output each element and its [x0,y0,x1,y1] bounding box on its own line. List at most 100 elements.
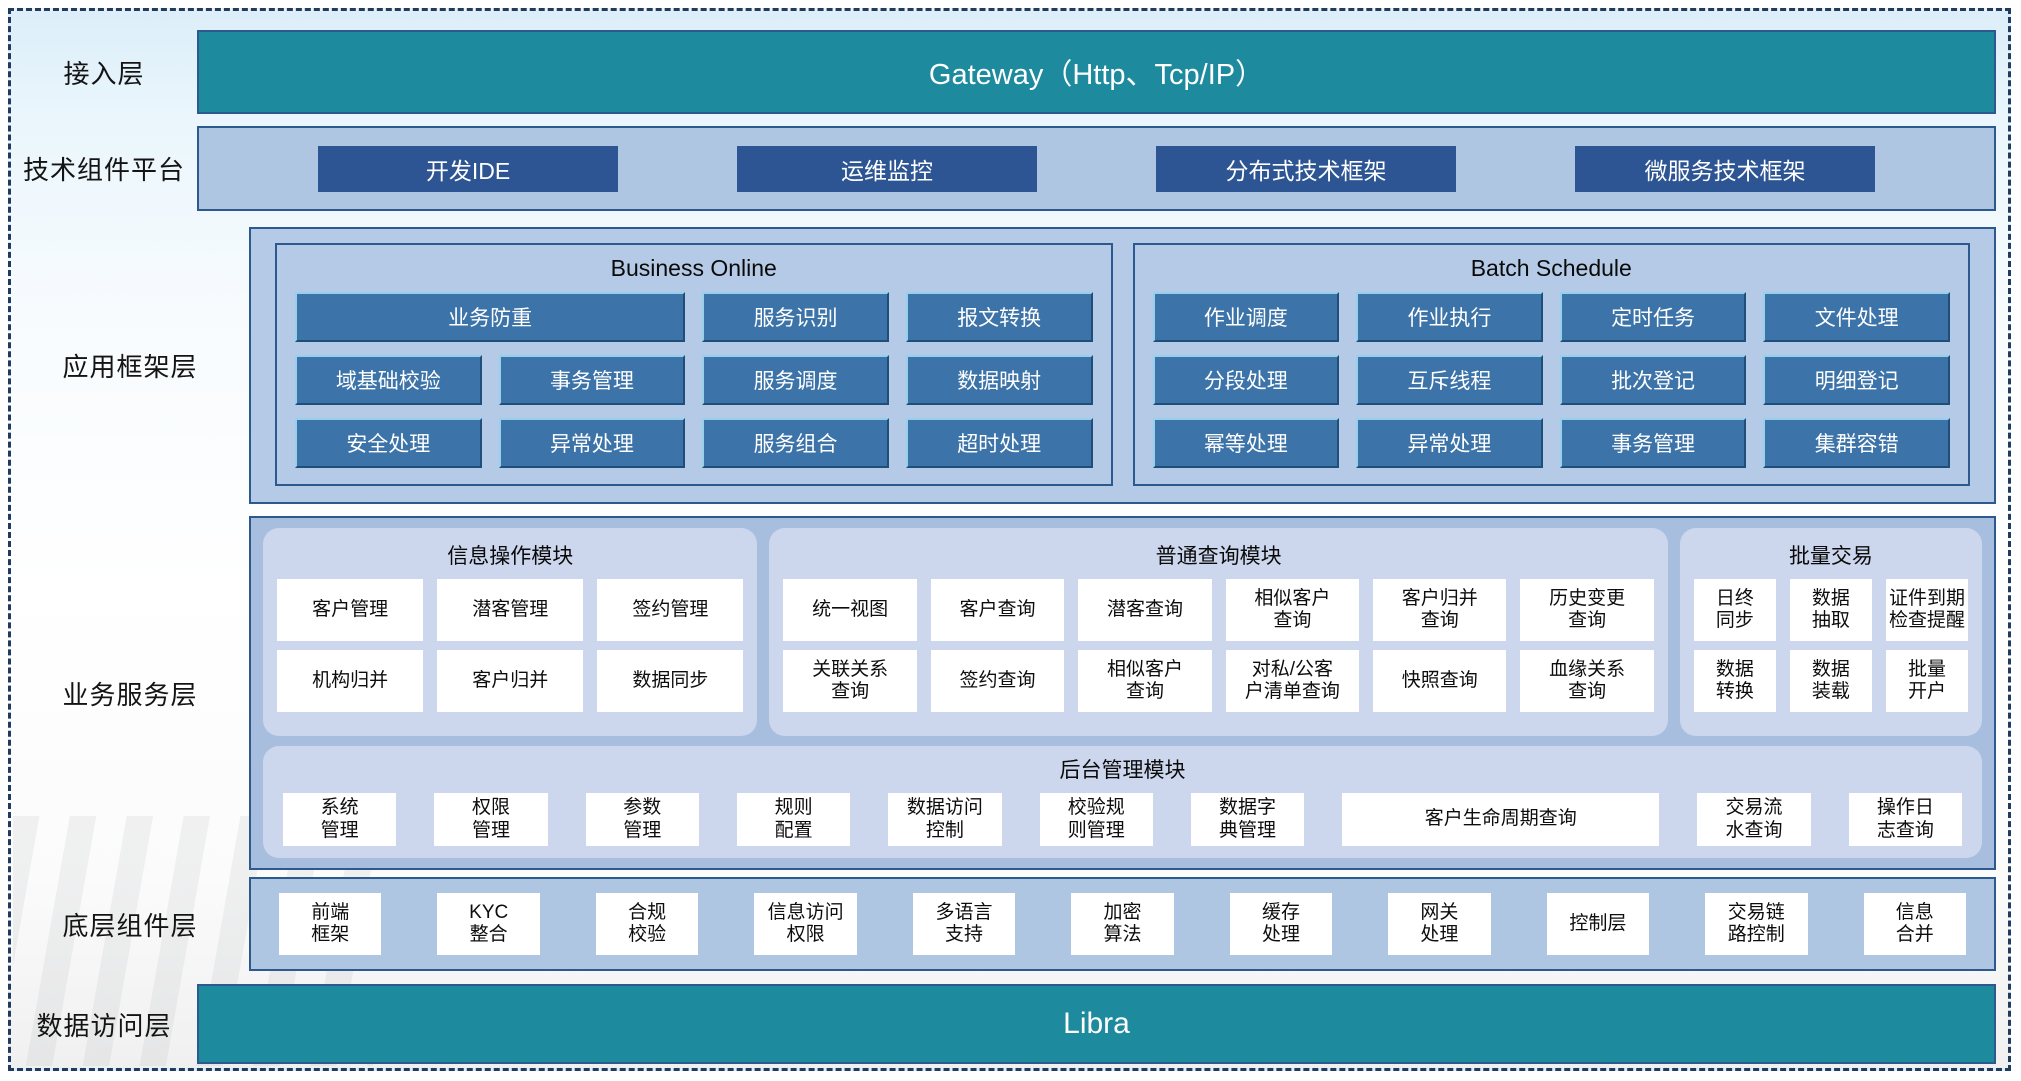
service-cell: 操作日 志查询 [1848,793,1963,846]
service-cell: 客户查询 [930,579,1065,641]
service-cell: 统一视图 [783,579,917,641]
component-cell: KYC 整合 [437,893,540,955]
service-cell: 数据 装载 [1789,650,1872,712]
framework-item: 文件处理 [1763,292,1950,342]
framework-item: 互斥线程 [1356,355,1543,405]
layer-row-business-service: 业务服务层 信息操作模块 客户管理潜客管理签约管理机构归并客户归并数据同步 普通… [11,516,1996,870]
framework-item: 业务防重 [295,292,686,342]
component-cell: 缓存 处理 [1229,893,1333,955]
service-cell: 客户管理 [277,579,424,641]
framework-item: 域基础校验 [295,355,482,405]
module-info-operation: 信息操作模块 客户管理潜客管理签约管理机构归并客户归并数据同步 [263,528,758,736]
service-cell: 潜客管理 [437,579,584,641]
tech-component-button: 分布式技术框架 [1156,145,1456,192]
business-modules-row: 信息操作模块 客户管理潜客管理签约管理机构归并客户归并数据同步 普通查询模块 统… [263,528,1982,736]
group-title-business-online: Business Online [610,255,777,281]
component-cell: 交易链 路控制 [1705,893,1808,955]
layer-row-app-framework: 应用框架层 Business Online 业务防重服务识别报文转换域基础校验事… [11,227,1996,504]
service-cell: 权限 管理 [434,793,548,846]
layer-row-tech-platform: 技术组件平台 开发IDE 运维监控 分布式技术框架 微服务技术框架 [11,126,1996,211]
service-cell: 客户归并 查询 [1373,579,1507,641]
module-batch-trade: 批量交易 日终 同步数据 抽取证件到期 检查提醒数据 转换数据 装载批量 开户 [1679,528,1982,736]
layer-label-tech-platform: 技术组件平台 [22,155,185,185]
service-cell: 签约管理 [597,579,744,641]
service-cell: 数据 抽取 [1789,579,1872,641]
service-cell: 客户生命周期查询 [1342,793,1660,846]
service-cell: 系统 管理 [283,793,397,846]
service-cell: 交易流 水查询 [1697,793,1811,846]
framework-item: 异常处理 [498,418,686,468]
component-cell: 信息 合并 [1863,893,1966,955]
app-framework-panel: Business Online 业务防重服务识别报文转换域基础校验事务管理服务调… [249,227,1996,504]
architecture-diagram: 接入层 Gateway（Http、Tcp/IP） 技术组件平台 开发IDE 运维监… [8,8,2011,1071]
component-cell: 前端 框架 [279,893,382,955]
framework-item: 服务组合 [702,418,889,468]
group-title-batch-schedule: Batch Schedule [1470,255,1632,281]
framework-item: 超时处理 [905,418,1093,468]
tech-component-button: 微服务技术框架 [1575,145,1875,192]
service-cell: 关联关系 查询 [783,650,917,712]
module-general-query: 普通查询模块 统一视图客户查询潜客查询相似客户 查询客户归并 查询历史变更 查询… [769,528,1668,736]
service-cell: 批量 开户 [1885,650,1968,712]
batch-trade-grid: 日终 同步数据 抽取证件到期 检查提醒数据 转换数据 装载批量 开户 [1693,579,1968,712]
layer-row-data-access: 数据访问层 Libra [11,984,1996,1064]
service-cell: 历史变更 查询 [1520,579,1654,641]
layer-label-access: 接入层 [63,58,145,89]
tech-component-button: 运维监控 [737,145,1037,192]
service-cell: 客户归并 [437,650,584,712]
service-cell: 数据同步 [597,650,744,712]
service-cell: 血缘关系 查询 [1520,650,1654,712]
tech-platform-bar: 开发IDE 运维监控 分布式技术框架 微服务技术框架 [197,126,1996,211]
layer-label-business-service: 业务服务层 [62,679,198,710]
business-service-panel: 信息操作模块 客户管理潜客管理签约管理机构归并客户归并数据同步 普通查询模块 统… [249,516,1996,870]
service-cell: 参数 管理 [585,793,699,846]
admin-cells-row: 系统 管理权限 管理参数 管理规则 配置数据访问 控制校验规 则管理数据字 典管… [283,793,1963,846]
group-batch-schedule: Batch Schedule 作业调度作业执行定时任务文件处理分段处理互斥线程批… [1132,243,1970,486]
framework-item: 批次登记 [1559,355,1747,405]
framework-item: 定时任务 [1559,292,1747,342]
framework-item: 作业执行 [1356,292,1543,342]
service-cell: 机构归并 [277,650,424,712]
layer-row-access: 接入层 Gateway（Http、Tcp/IP） [11,30,1996,114]
module-title-batch-trade: 批量交易 [1788,545,1873,568]
framework-item: 作业调度 [1152,292,1340,342]
module-admin: 后台管理模块 系统 管理权限 管理参数 管理规则 配置数据访问 控制校验规 则管… [263,746,1982,858]
framework-item: 安全处理 [295,418,482,468]
framework-item: 异常处理 [1356,418,1543,468]
framework-item: 事务管理 [498,355,686,405]
module-title-admin: 后台管理模块 [1059,759,1186,782]
component-cell: 网关 处理 [1388,893,1491,955]
layer-label-app-framework: 应用框架层 [62,352,198,382]
component-cell: 信息访问 权限 [754,893,857,955]
service-cell: 规则 配置 [736,793,851,846]
service-cell: 潜客查询 [1078,579,1212,641]
service-cell: 日终 同步 [1693,579,1776,641]
service-cell: 数据字 典管理 [1190,793,1305,846]
group-business-online: Business Online 业务防重服务识别报文转换域基础校验事务管理服务调… [275,243,1113,486]
libra-bar: Libra [197,984,1996,1064]
service-cell: 相似客户 查询 [1078,650,1212,712]
base-components-row: 前端 框架 KYC 整合合规 校验信息访问 权限多语言 支持加密 算法缓存 处理网… [279,893,1966,955]
component-cell: 多语言 支持 [912,893,1016,955]
base-components-panel: 前端 框架 KYC 整合合规 校验信息访问 权限多语言 支持加密 算法缓存 处理网… [249,877,1996,971]
layer-label-base-components: 底层组件层 [62,910,198,941]
batch-schedule-grid: 作业调度作业执行定时任务文件处理分段处理互斥线程批次登记明细登记幂等处理异常处理… [1152,292,1950,468]
framework-item: 服务调度 [702,355,889,405]
module-title-info-operation: 信息操作模块 [447,545,574,568]
framework-item: 分段处理 [1152,355,1340,405]
component-cell: 合规 校验 [595,893,699,955]
layer-row-base-components: 底层组件层 前端 框架 KYC 整合合规 校验信息访问 权限多语言 支持加密 算法… [11,877,1996,971]
general-query-grid: 统一视图客户查询潜客查询相似客户 查询 客户归并 查询历史变更 查询关联关系 查询… [783,579,1654,712]
framework-item: 数据映射 [905,355,1093,405]
layer-label-data-access: 数据访问层 [36,1010,172,1041]
framework-item: 明细登记 [1763,355,1950,405]
framework-item: 幂等处理 [1152,418,1340,468]
component-cell: 加密 算法 [1071,893,1174,955]
service-cell: 校验规 则管理 [1039,793,1153,846]
service-cell: 对私/公客 户清单查询 [1225,650,1360,712]
framework-item: 集群容错 [1763,418,1950,468]
service-cell: 数据 转换 [1693,650,1776,712]
tech-component-button: 开发IDE [318,145,618,192]
framework-item: 服务识别 [702,292,889,342]
service-cell: 签约查询 [930,650,1065,712]
